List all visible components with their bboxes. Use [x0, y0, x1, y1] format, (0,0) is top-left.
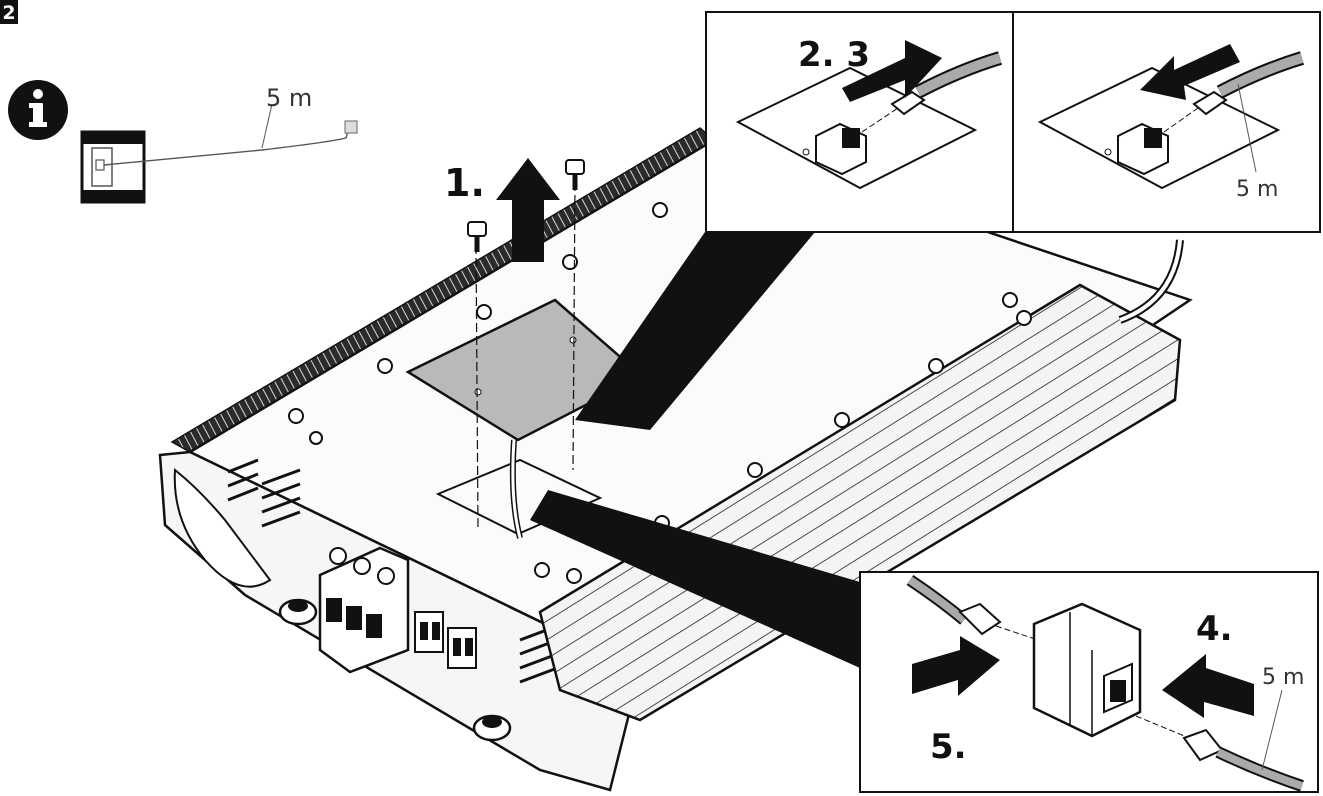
info-cable-length-label: 5 m: [266, 84, 312, 112]
detail-top-left-panel: 2. 3: [735, 35, 1003, 190]
callout-wedge-top: [575, 232, 815, 430]
detail-box-bottom: 5. 4. 5 m: [859, 571, 1319, 793]
step2-3-label: 2. 3: [798, 35, 870, 75]
step4-arrow: [1162, 654, 1254, 718]
step4-label: 4.: [1196, 609, 1233, 649]
rj-plug-bottom-right: [1182, 728, 1304, 792]
step1-label: 1.: [444, 161, 485, 205]
figure-number-badge: 2: [0, 0, 18, 24]
detail-box-top: 2. 3 5 m: [705, 11, 1321, 233]
cover-opening: [435, 458, 603, 536]
step5-arrow: [912, 636, 1000, 696]
step2-3-arrow: [842, 40, 942, 102]
rubber-feet: [278, 598, 512, 742]
callout-wedge-bottom: [530, 490, 860, 668]
step1-lift-arrow: [496, 158, 560, 262]
handle-cutout: [173, 468, 272, 588]
detail-top-right-panel: 5 m: [1037, 44, 1305, 202]
rj-plug-bottom-left: [906, 575, 1002, 636]
remove-arrow: [1140, 44, 1240, 100]
heatsink-ribs-right: [538, 283, 1182, 722]
device-body: [158, 127, 1193, 792]
figure-number: 2: [2, 2, 15, 24]
info-icon: [8, 80, 68, 140]
cover-screw-right: [565, 159, 585, 190]
info-inset: 5 m: [80, 84, 358, 204]
step5-label: 5.: [930, 727, 967, 767]
rj-coupler: [1032, 602, 1142, 738]
cover-screw-left: [467, 221, 487, 252]
terminal-block: [318, 546, 477, 674]
cover-plate: [405, 159, 645, 529]
vent-slots-left: [227, 458, 301, 528]
top-cable-length-label: 5 m: [1236, 177, 1278, 202]
rj-plug-top-right: [1192, 51, 1305, 116]
bottom-cable-length-label: 5 m: [1262, 665, 1304, 690]
